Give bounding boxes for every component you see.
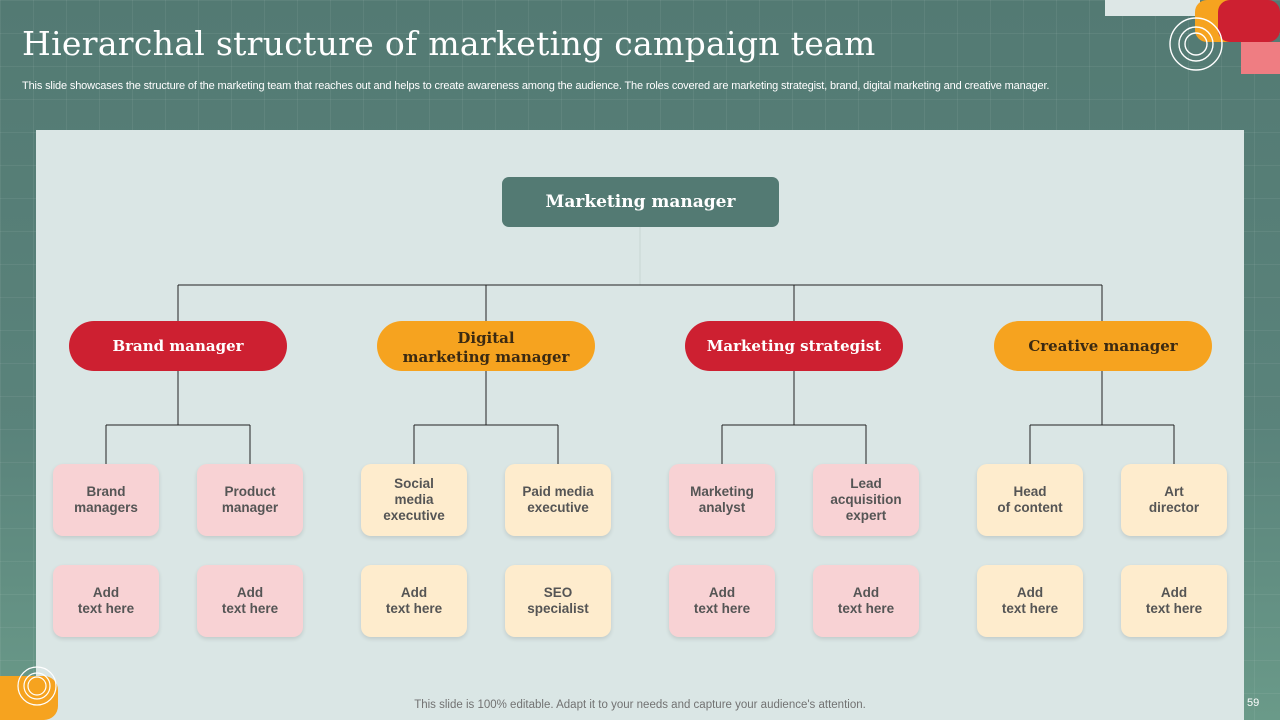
social-media-executive-box: Social media executive: [361, 464, 467, 536]
page-number: 59: [1247, 697, 1260, 709]
art-director-box: Art director: [1121, 464, 1227, 536]
lead-acquisition-expert-box: Lead acquisition expert: [813, 464, 919, 536]
concentric-circle-icon: [17, 666, 57, 706]
bottom-left-decoration: [0, 666, 58, 720]
seo-specialist-box: SEO specialist: [505, 565, 611, 637]
slide-subtitle: This slide showcases the structure of th…: [22, 80, 1050, 92]
marketing-analyst-box: Marketing analyst: [669, 464, 775, 536]
brand-manager-node: Brand manager: [69, 321, 287, 371]
placeholder-box: Add text here: [361, 565, 467, 637]
placeholder-box: Add text here: [1121, 565, 1227, 637]
head-of-content-box: Head of content: [977, 464, 1083, 536]
marketing-manager-node: Marketing manager: [502, 177, 779, 227]
marketing-strategist-node: Marketing strategist: [685, 321, 903, 371]
concentric-circle-icon: [1169, 17, 1223, 71]
placeholder-box: Add text here: [669, 565, 775, 637]
product-manager-box: Product manager: [197, 464, 303, 536]
digital-marketing-manager-node: Digital marketing manager: [377, 321, 595, 371]
top-right-decoration: [1105, 0, 1280, 74]
placeholder-box: Add text here: [53, 565, 159, 637]
paid-media-executive-box: Paid media executive: [505, 464, 611, 536]
placeholder-box: Add text here: [977, 565, 1083, 637]
slide-title: Hierarchal structure of marketing campai…: [22, 24, 876, 63]
placeholder-box: Add text here: [813, 565, 919, 637]
footer-note: This slide is 100% editable. Adapt it to…: [414, 699, 866, 711]
brand-managers-box: Brand managers: [53, 464, 159, 536]
creative-manager-node: Creative manager: [994, 321, 1212, 371]
placeholder-box: Add text here: [197, 565, 303, 637]
